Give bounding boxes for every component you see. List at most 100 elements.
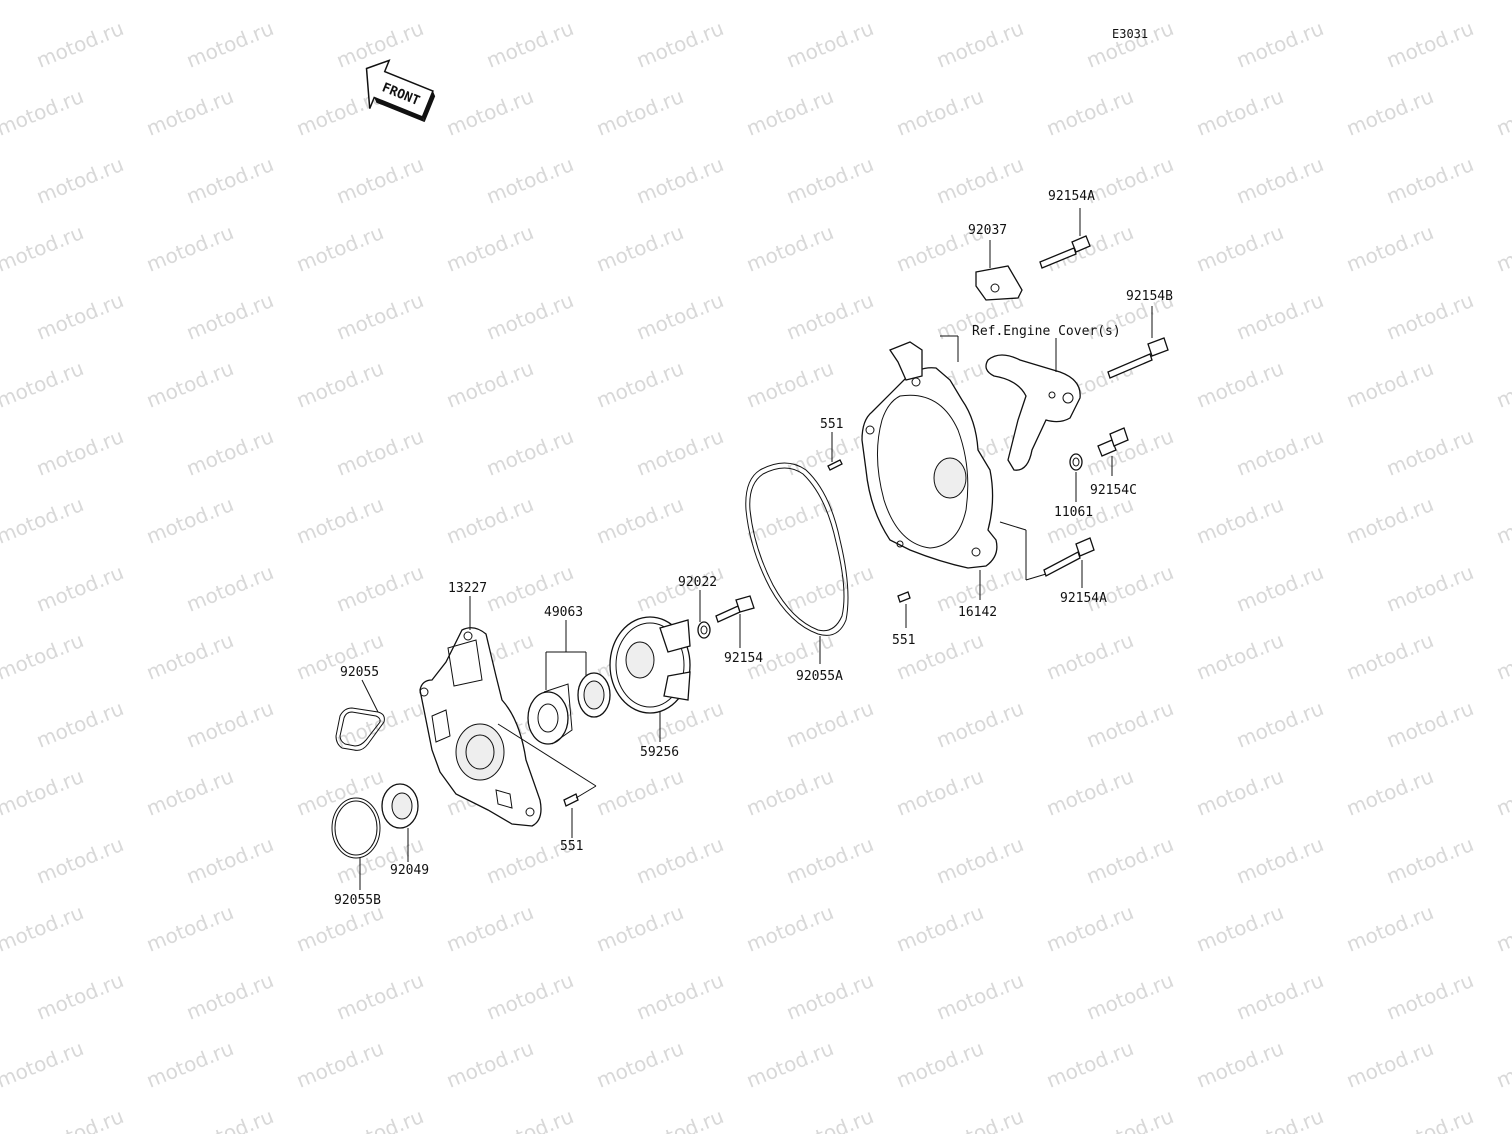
label-13227: 13227 bbox=[448, 581, 487, 596]
watermark-text: motod.ru bbox=[1383, 832, 1477, 889]
watermark-text: motod.ru bbox=[1233, 832, 1327, 889]
part-92154C-bolt bbox=[1097, 427, 1129, 457]
watermark-text: motod.ru bbox=[1083, 152, 1177, 209]
watermark-text: motod.ru bbox=[933, 152, 1027, 209]
label-92154C: 92154C bbox=[1090, 483, 1137, 498]
watermark-text: motod.ru bbox=[483, 968, 577, 1025]
part-11061-washer bbox=[1069, 453, 1083, 471]
watermark-text: motod.ru bbox=[743, 356, 837, 413]
watermark-text: motod.ru bbox=[743, 764, 837, 821]
watermark-text: motod.ru bbox=[483, 1104, 577, 1134]
watermark-text: motod.ru bbox=[443, 900, 537, 957]
watermark-text: motod.ru bbox=[743, 1036, 837, 1093]
engine-cover-ref-bracket bbox=[985, 354, 1081, 471]
watermark-text: motod.ru bbox=[0, 492, 87, 549]
watermark-text: motod.ru bbox=[333, 424, 427, 481]
watermark-text: motod.ru bbox=[743, 0, 837, 5]
part-551-pin-mid bbox=[897, 591, 911, 603]
watermark-text: motod.ru bbox=[143, 220, 237, 277]
watermark-text: motod.ru bbox=[933, 1104, 1027, 1134]
watermark-text: motod.ru bbox=[293, 492, 387, 549]
watermark-text: motod.ru bbox=[633, 152, 727, 209]
watermark-text: motod.ru bbox=[783, 16, 877, 73]
watermark-text: motod.ru bbox=[633, 832, 727, 889]
leader-lines bbox=[359, 208, 1153, 890]
label-551-lower: 551 bbox=[560, 839, 583, 854]
watermark-text: motod.ru bbox=[1083, 560, 1177, 617]
ref-engine-cover-note: Ref.Engine Cover(s) bbox=[972, 324, 1121, 339]
watermark-text: motod.ru bbox=[1493, 356, 1512, 413]
watermark-text: motod.ru bbox=[783, 152, 877, 209]
label-551-upper: 551 bbox=[820, 417, 843, 432]
watermark-text: motod.ru bbox=[893, 84, 987, 141]
watermark-text: motod.ru bbox=[1493, 220, 1512, 277]
watermark-text: motod.ru bbox=[1233, 16, 1327, 73]
label-92055A: 92055A bbox=[796, 669, 843, 684]
watermark-text: motod.ru bbox=[1083, 424, 1177, 481]
watermark-text: motod.ru bbox=[743, 900, 837, 957]
watermark-text: motod.ru bbox=[1193, 628, 1287, 685]
watermark-text: motod.ru bbox=[1233, 152, 1327, 209]
watermark-text: motod.ru bbox=[0, 764, 87, 821]
watermark-text: motod.ru bbox=[593, 356, 687, 413]
watermark-text: motod.ru bbox=[1233, 288, 1327, 345]
label-551-mid: 551 bbox=[892, 633, 915, 648]
watermark-text: motod.ru bbox=[593, 84, 687, 141]
watermark-text: motod.ru bbox=[33, 560, 127, 617]
watermark-text: motod.ru bbox=[1383, 288, 1477, 345]
watermark-text: motod.ru bbox=[783, 1104, 877, 1134]
watermark-text: motod.ru bbox=[1493, 1036, 1512, 1093]
watermark-text: motod.ru bbox=[1193, 764, 1287, 821]
label-92055: 92055 bbox=[340, 665, 379, 680]
part-551-pin-upper bbox=[827, 459, 843, 471]
watermark-text: motod.ru bbox=[783, 968, 877, 1025]
label-92049: 92049 bbox=[390, 863, 429, 878]
watermark-text: motod.ru bbox=[0, 356, 87, 413]
watermark-text: motod.ru bbox=[1343, 628, 1437, 685]
part-92055-gasket bbox=[335, 707, 385, 751]
watermark-text: motod.ru bbox=[1383, 152, 1477, 209]
part-16142-pump-cover bbox=[861, 341, 998, 569]
watermark-text: motod.ru bbox=[443, 0, 537, 5]
watermark-text: motod.ru bbox=[443, 356, 537, 413]
watermark-text: motod.ru bbox=[143, 628, 237, 685]
watermark-text: motod.ru bbox=[33, 832, 127, 889]
watermark-text: motod.ru bbox=[1343, 1036, 1437, 1093]
watermark-text: motod.ru bbox=[1043, 1036, 1137, 1093]
watermark-text: motod.ru bbox=[483, 424, 577, 481]
watermark-text: motod.ru bbox=[1343, 492, 1437, 549]
watermark-text: motod.ru bbox=[0, 84, 87, 141]
watermark-text: motod.ru bbox=[183, 560, 277, 617]
watermark-text: motod.ru bbox=[143, 0, 237, 5]
label-92037: 92037 bbox=[968, 223, 1007, 238]
watermark-text: motod.ru bbox=[1193, 0, 1287, 5]
watermark-text: motod.ru bbox=[1083, 696, 1177, 753]
watermark-text: motod.ru bbox=[483, 152, 577, 209]
watermark-text: motod.ru bbox=[183, 288, 277, 345]
label-92154A-top: 92154A bbox=[1048, 189, 1095, 204]
watermark-text: motod.ru bbox=[293, 900, 387, 957]
watermark-text: motod.ru bbox=[893, 1036, 987, 1093]
watermark-text: motod.ru bbox=[1043, 220, 1137, 277]
watermark-text: motod.ru bbox=[1343, 900, 1437, 957]
label-11061: 11061 bbox=[1054, 505, 1093, 520]
watermark-text: motod.ru bbox=[1043, 0, 1137, 5]
watermark-text: motod.ru bbox=[1383, 696, 1477, 753]
watermark-text: motod.ru bbox=[1343, 84, 1437, 141]
watermark-text: motod.ru bbox=[893, 900, 987, 957]
label-59256: 59256 bbox=[640, 745, 679, 760]
watermark-text: motod.ru bbox=[33, 424, 127, 481]
watermark-text: motod.ru bbox=[1233, 424, 1327, 481]
watermark-text: motod.ru bbox=[633, 424, 727, 481]
watermark-text: motod.ru bbox=[143, 1036, 237, 1093]
watermark-text: motod.ru bbox=[933, 16, 1027, 73]
watermark-text: motod.ru bbox=[33, 1104, 127, 1134]
front-arrow-icon: FRONT bbox=[365, 59, 436, 123]
watermark-text: motod.ru bbox=[593, 900, 687, 957]
watermark-text: motod.ru bbox=[183, 968, 277, 1025]
part-92022-washer bbox=[697, 621, 711, 639]
watermark-text: motod.ru bbox=[893, 0, 987, 5]
watermark-text: motod.ru bbox=[1193, 492, 1287, 549]
watermark-text: motod.ru bbox=[1083, 968, 1177, 1025]
